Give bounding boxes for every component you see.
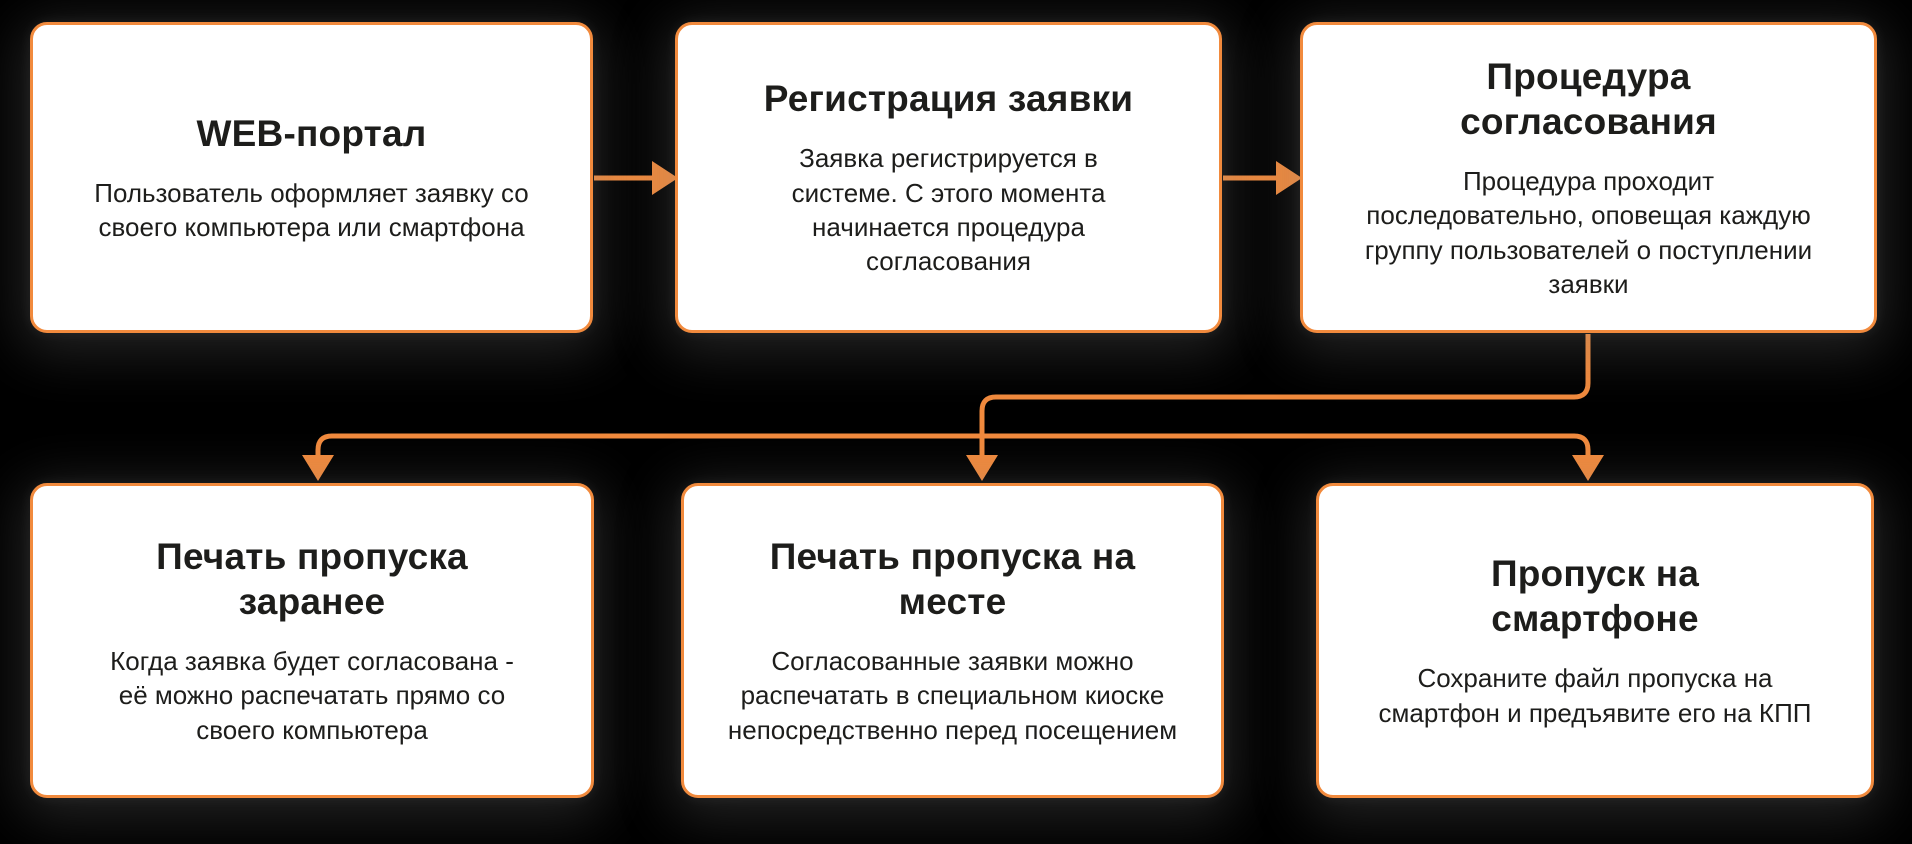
step-description: Когда заявка будет согласована - её можн… bbox=[110, 646, 514, 745]
step-box-registration: Регистрация заявки Заявка регистрируется… bbox=[675, 22, 1222, 333]
step-box-web-portal: WEB-портал Пользователь оформляет заявку… bbox=[30, 22, 593, 333]
step-title: Процедура согласования bbox=[1460, 55, 1717, 142]
step-box-print-onsite: Печать пропуска на месте Согласованные з… bbox=[681, 483, 1224, 798]
arrowhead-right-icon bbox=[1276, 161, 1302, 195]
step-description: Согласованные заявки можно распечатать в… bbox=[727, 646, 1178, 745]
step-box-approval-procedure: Процедура согласования Процедура проходи… bbox=[1300, 22, 1877, 333]
arrowhead-down-icon bbox=[966, 455, 998, 481]
step-title: Печать пропуска заранее bbox=[156, 535, 468, 623]
arrowhead-right-icon bbox=[652, 161, 678, 195]
arrow-registration-to-approval bbox=[1223, 161, 1302, 195]
arrow-approval-to-print-early bbox=[302, 433, 1591, 481]
arrow-approval-to-smartphone-pass bbox=[1572, 455, 1604, 481]
step-box-smartphone-pass: Пропуск на смартфоне Сохраните файл проп… bbox=[1316, 483, 1874, 798]
arrowhead-down-icon bbox=[1572, 455, 1604, 481]
step-title: Пропуск на смартфоне bbox=[1490, 553, 1700, 640]
step-description: Пользователь оформляет заявку со своего … bbox=[94, 177, 529, 243]
step-box-print-early: Печать пропуска заранее Когда заявка буд… bbox=[30, 483, 594, 798]
step-title: Регистрация заявки bbox=[763, 78, 1134, 120]
step-description: Процедура проходит последовательно, опов… bbox=[1364, 166, 1813, 299]
step-title: Печать пропуска на месте bbox=[769, 535, 1136, 623]
arrow-webportal-to-registration bbox=[594, 161, 678, 195]
arrowhead-down-icon bbox=[302, 455, 334, 481]
step-description: Сохраните файл пропуска на смартфон и пр… bbox=[1378, 663, 1812, 728]
arrow-approval-to-print-onsite bbox=[966, 334, 1591, 481]
step-description: Заявка регистрируется в системе. С этого… bbox=[791, 143, 1106, 277]
step-title: WEB-портал bbox=[196, 112, 427, 154]
